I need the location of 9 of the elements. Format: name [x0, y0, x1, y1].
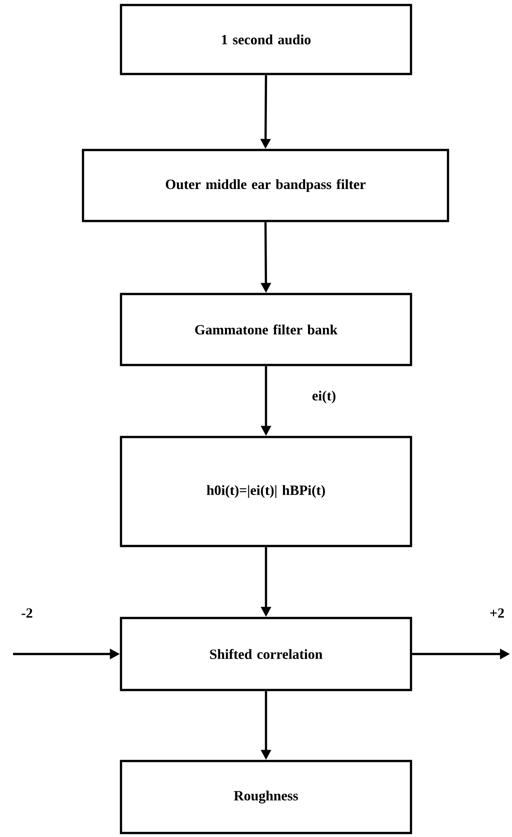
edge-label: ei(t): [310, 390, 338, 404]
process-box: Gammatone filter bank: [120, 292, 412, 366]
process-box: Outer middle ear bandpass filter: [82, 148, 450, 222]
process-box: 1 second audio: [120, 4, 412, 76]
edge-label: -2: [20, 607, 34, 619]
edge-label: +2: [488, 607, 506, 619]
process-box: h0i(t)=|ei(t)| hBPi(t): [120, 436, 412, 548]
process-box: Roughness: [120, 760, 412, 834]
process-box: Shifted correlation: [120, 616, 412, 692]
